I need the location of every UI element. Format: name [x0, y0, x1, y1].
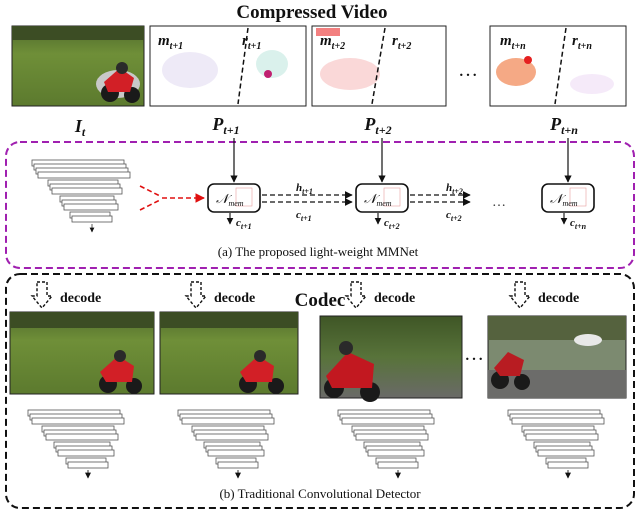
cell-state-label-1: ct+1 — [296, 209, 312, 223]
decode-step-3: decode — [344, 281, 415, 310]
output-label-1: ct+1 — [236, 217, 252, 231]
motion-label-3: mt+n — [500, 33, 526, 52]
hidden-state-label-1: ht+1 — [296, 182, 313, 196]
motion-label-1: mt+1 — [158, 33, 183, 52]
cell-state-label-2: ct+2 — [446, 209, 462, 223]
decode-arrow-icon — [344, 281, 368, 310]
decode-arrow-icon — [508, 281, 532, 310]
memory-module-1: 𝒩mem — [207, 183, 261, 213]
pframe-label-1: Pt+1 — [211, 114, 239, 137]
pframe-label-3: Pt+n — [549, 114, 578, 137]
detector-stack-4 — [507, 409, 605, 479]
backbone-feature-arrows — [139, 185, 205, 211]
motion-label-2: mt+2 — [320, 33, 345, 52]
codec-detectors — [27, 409, 605, 479]
output-label-2: ct+2 — [384, 217, 400, 231]
decoded-frame-1 — [9, 311, 155, 395]
pframe-thumbnail-3 — [489, 25, 627, 107]
residual-label-3: rt+n — [572, 33, 592, 52]
decode-arrow-icon — [30, 281, 54, 310]
decoded-frame-4 — [487, 315, 627, 399]
mmnet-ellipsis: … — [492, 195, 506, 210]
decoded-frame-2 — [159, 311, 299, 395]
pframe-label-2: Pt+2 — [363, 114, 391, 137]
decode-step-4: decode — [508, 281, 579, 310]
decode-label: decode — [374, 291, 415, 306]
decode-step-2: decode — [184, 281, 255, 310]
detector-stack-1 — [27, 409, 125, 479]
output-label-3: ct+n — [570, 217, 587, 231]
pframe-thumbnail-2 — [311, 25, 447, 107]
mmnet-box — [5, 141, 635, 269]
hidden-state-label-2: ht+2 — [446, 182, 463, 196]
iframe-label: It — [74, 116, 86, 139]
figure-title: Compressed Video — [236, 2, 387, 23]
decode-label: decode — [60, 291, 101, 306]
decode-step-1: decode — [30, 281, 101, 310]
frames-ellipsis: … — [458, 59, 478, 81]
state-arrows — [262, 191, 471, 206]
codec-title: Codec — [295, 290, 346, 311]
detector-stack-3 — [337, 409, 435, 479]
iframe-thumbnail — [11, 25, 145, 107]
residual-label-2: rt+2 — [392, 33, 411, 52]
decoded-frame-3 — [319, 315, 463, 402]
decode-label: decode — [214, 291, 255, 306]
decode-arrow-icon — [184, 281, 208, 310]
detector-stack-2 — [177, 409, 275, 479]
codec-ellipsis: … — [464, 343, 484, 365]
module-output-arrows — [226, 213, 568, 225]
decode-steps: decode decode decode decode — [30, 281, 579, 310]
memory-module-3: 𝒩mem — [541, 183, 595, 213]
decode-label: decode — [538, 291, 579, 306]
memory-module-2: 𝒩mem — [355, 183, 409, 213]
pframe-input-arrows — [230, 138, 572, 183]
residual-label-1: rt+1 — [242, 33, 261, 52]
pframe-thumbnail-1 — [149, 25, 307, 107]
codec-caption: (b) Traditional Convolutional Detector — [219, 486, 421, 501]
mmnet-caption: (a) The proposed light-weight MMNet — [218, 244, 419, 259]
codec-box — [5, 273, 635, 509]
mmnet-backbone-cnn — [31, 159, 131, 233]
